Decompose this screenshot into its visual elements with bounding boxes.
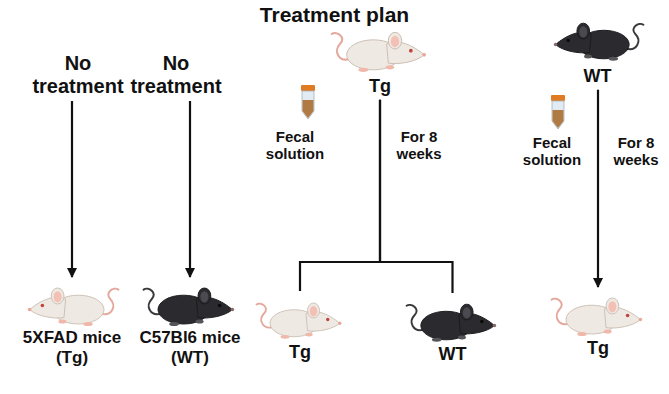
mouse-figure: Tg: [255, 294, 345, 363]
mouse-label: Tg: [255, 342, 345, 363]
treatment-arrow: [597, 90, 599, 287]
mouse-label: C57Bl6 mice (WT): [132, 328, 248, 367]
treatment-label: For 8 weeks: [607, 134, 665, 169]
mouse-figure: WT: [550, 12, 645, 87]
fecal-tube-icon: [301, 85, 315, 119]
treatment-note: No treatment: [30, 52, 126, 98]
mouse-label: WT: [405, 344, 500, 365]
mouse-illustration: [132, 280, 248, 328]
mouse-illustration: [255, 294, 345, 342]
mouse-illustration: [548, 290, 648, 338]
mouse-illustration: [14, 280, 130, 328]
treatment-label: Fecal solution: [262, 128, 328, 163]
mouse-figure: WT: [405, 296, 500, 365]
mouse-illustration: [330, 22, 430, 76]
mouse-figure: C57Bl6 mice (WT): [132, 280, 248, 367]
treatment-arrow: [189, 101, 191, 277]
mouse-label: WT: [550, 66, 645, 87]
mouse-figure: 5XFAD mice (Tg): [14, 280, 130, 367]
mouse-figure: Tg: [330, 22, 430, 97]
no-treatment-text: No treatment: [128, 52, 224, 98]
mouse-illustration: [405, 296, 500, 344]
no-treatment-text: No treatment: [30, 52, 126, 98]
treatment-label: For 8 weeks: [390, 128, 448, 163]
diagram-title: Treatment plan: [0, 3, 669, 27]
treatment-arrow: [380, 100, 453, 293]
treatment-arrow: [71, 101, 73, 277]
mouse-figure: Tg: [548, 290, 648, 359]
mouse-illustration: [550, 12, 645, 66]
treatment-label: Fecal solution: [518, 134, 586, 169]
mouse-label: 5XFAD mice (Tg): [14, 328, 130, 367]
treatment-note: No treatment: [128, 52, 224, 98]
mouse-label: Tg: [548, 338, 648, 359]
mouse-label: Tg: [330, 76, 430, 97]
fecal-tube-icon: [551, 95, 565, 129]
